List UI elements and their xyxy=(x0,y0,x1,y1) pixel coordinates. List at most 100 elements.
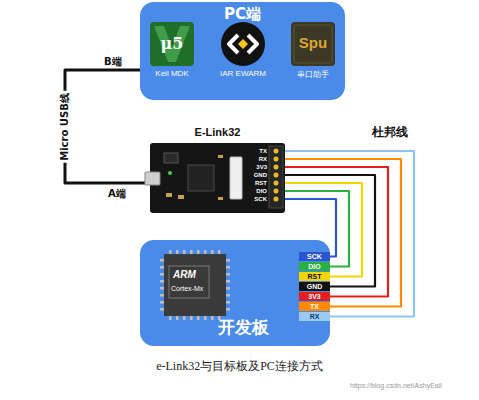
chip-pin xyxy=(226,308,230,311)
header-pin xyxy=(274,149,279,154)
chip-pin xyxy=(226,294,230,297)
pin-name: RX xyxy=(299,312,330,321)
smd-part xyxy=(218,197,223,200)
pin-header xyxy=(269,146,283,208)
smd-part xyxy=(166,193,172,197)
icon-label: Keil MDK xyxy=(155,69,188,78)
chip-pin xyxy=(190,250,193,254)
cable-label: Micro USB线 xyxy=(58,91,72,163)
chip-pin xyxy=(197,250,200,254)
mcu-chip xyxy=(188,165,214,191)
serial-tool-icon: Spu串口助手 xyxy=(291,22,335,66)
chip-pin xyxy=(160,273,164,276)
chip-pin xyxy=(169,250,172,254)
board-pin-label: RX xyxy=(245,156,267,163)
board-pin-label: DIO xyxy=(245,188,267,195)
logo-frame xyxy=(169,266,209,298)
pin-tag: 3V3 xyxy=(299,292,330,301)
cable-end-label: B端 xyxy=(104,55,122,69)
pin-name: DIO xyxy=(299,262,330,271)
chip-pin xyxy=(226,280,230,283)
smd-part xyxy=(178,195,184,199)
header-pin xyxy=(274,173,279,178)
header-pin xyxy=(274,165,279,170)
figure-caption: e-Link32与目标板及PC连接方式 xyxy=(0,358,479,375)
chip-pin xyxy=(226,273,230,276)
board-pin-label: SCK xyxy=(245,196,267,203)
board-pin-label: TX xyxy=(245,148,267,155)
pin-tag: RST xyxy=(299,272,330,281)
dupont-wire xyxy=(285,151,414,317)
chip-core: Cortex-Mx xyxy=(171,285,203,292)
header-pin xyxy=(274,197,279,202)
chip-pin xyxy=(211,316,214,320)
chip-pin xyxy=(160,266,164,269)
iar-icon: IAR EWARM xyxy=(221,22,265,66)
icon-label: 串口助手 xyxy=(297,69,329,80)
elink32-board: E-Link32TXRX3V3GNDRSTDIOSCK xyxy=(150,143,285,213)
iar-icon-art xyxy=(221,22,265,66)
jst-connector xyxy=(230,157,242,199)
pin-name: RST xyxy=(299,272,330,281)
chip-pin xyxy=(160,287,164,290)
small-chip xyxy=(164,153,178,163)
cable-end-label: A端 xyxy=(108,187,126,201)
chip-pin xyxy=(160,280,164,283)
keil-icon: μ5Keil MDK xyxy=(150,22,194,66)
chip-pin xyxy=(183,250,186,254)
watermark: https://blog.csdn.net/AshyEail xyxy=(350,382,442,389)
icon-glyph: Spu xyxy=(291,34,335,51)
chip-pin xyxy=(211,250,214,254)
led xyxy=(168,171,172,175)
chip-pin xyxy=(226,259,230,262)
chip-pin xyxy=(169,316,172,320)
pin-tag: GND xyxy=(299,282,330,291)
pin-tag: DIO xyxy=(299,262,330,271)
pin-tag: RX xyxy=(299,312,330,321)
board-pin-label: RST xyxy=(245,180,267,187)
chip-pin xyxy=(176,316,179,320)
chip-pin xyxy=(160,259,164,262)
chip-pin xyxy=(183,316,186,320)
iar-chevron xyxy=(248,35,257,53)
micro-usb-socket xyxy=(145,172,160,185)
dupont-wire xyxy=(285,159,401,307)
chip-pin xyxy=(160,294,164,297)
pin-name: SCK xyxy=(299,252,330,261)
pcb xyxy=(150,143,285,213)
pin-tag: SCK xyxy=(299,252,330,261)
chip-pin xyxy=(176,250,179,254)
board-pin-label: 3V3 xyxy=(245,164,267,171)
wire-label: 杜邦线 xyxy=(372,124,408,141)
smd-part xyxy=(218,155,223,158)
panel-title: PC端 xyxy=(140,5,345,24)
chip-pin xyxy=(190,316,193,320)
chip-pin xyxy=(197,316,200,320)
icon-glyph: μ5 xyxy=(150,34,194,53)
panel-title: 开发板 xyxy=(218,316,269,339)
chip-brand: ARM xyxy=(173,269,196,280)
board-title: E-Link32 xyxy=(195,126,241,138)
header-pin xyxy=(274,157,279,162)
chip-pin xyxy=(160,301,164,304)
chip-pin xyxy=(218,250,221,254)
header-pin xyxy=(274,189,279,194)
pc-panel: μ5Keil MDK IAR EWARM Spu串口助手PC端 xyxy=(140,2,345,100)
pin-tag: TX xyxy=(299,302,330,311)
chip-pin xyxy=(204,250,207,254)
dupont-wire xyxy=(285,167,388,297)
chip-pin xyxy=(226,301,230,304)
chip-pin xyxy=(226,266,230,269)
iar-chevron xyxy=(229,35,238,53)
icon-label: IAR EWARM xyxy=(220,69,266,78)
pin-name: TX xyxy=(299,302,330,311)
dev-board-panel: ARM Cortex-Mx SCKDIORSTGND3V3TXRX 开发板 xyxy=(140,240,330,346)
iar-diamond xyxy=(238,39,248,49)
arm-chip: ARM Cortex-Mx xyxy=(164,254,226,316)
chip-pin xyxy=(226,287,230,290)
usb-cable xyxy=(65,70,150,183)
pin-name: 3V3 xyxy=(299,292,330,301)
dupont-wire xyxy=(285,175,375,287)
board-pin-label: GND xyxy=(245,172,267,179)
header-pin xyxy=(274,181,279,186)
